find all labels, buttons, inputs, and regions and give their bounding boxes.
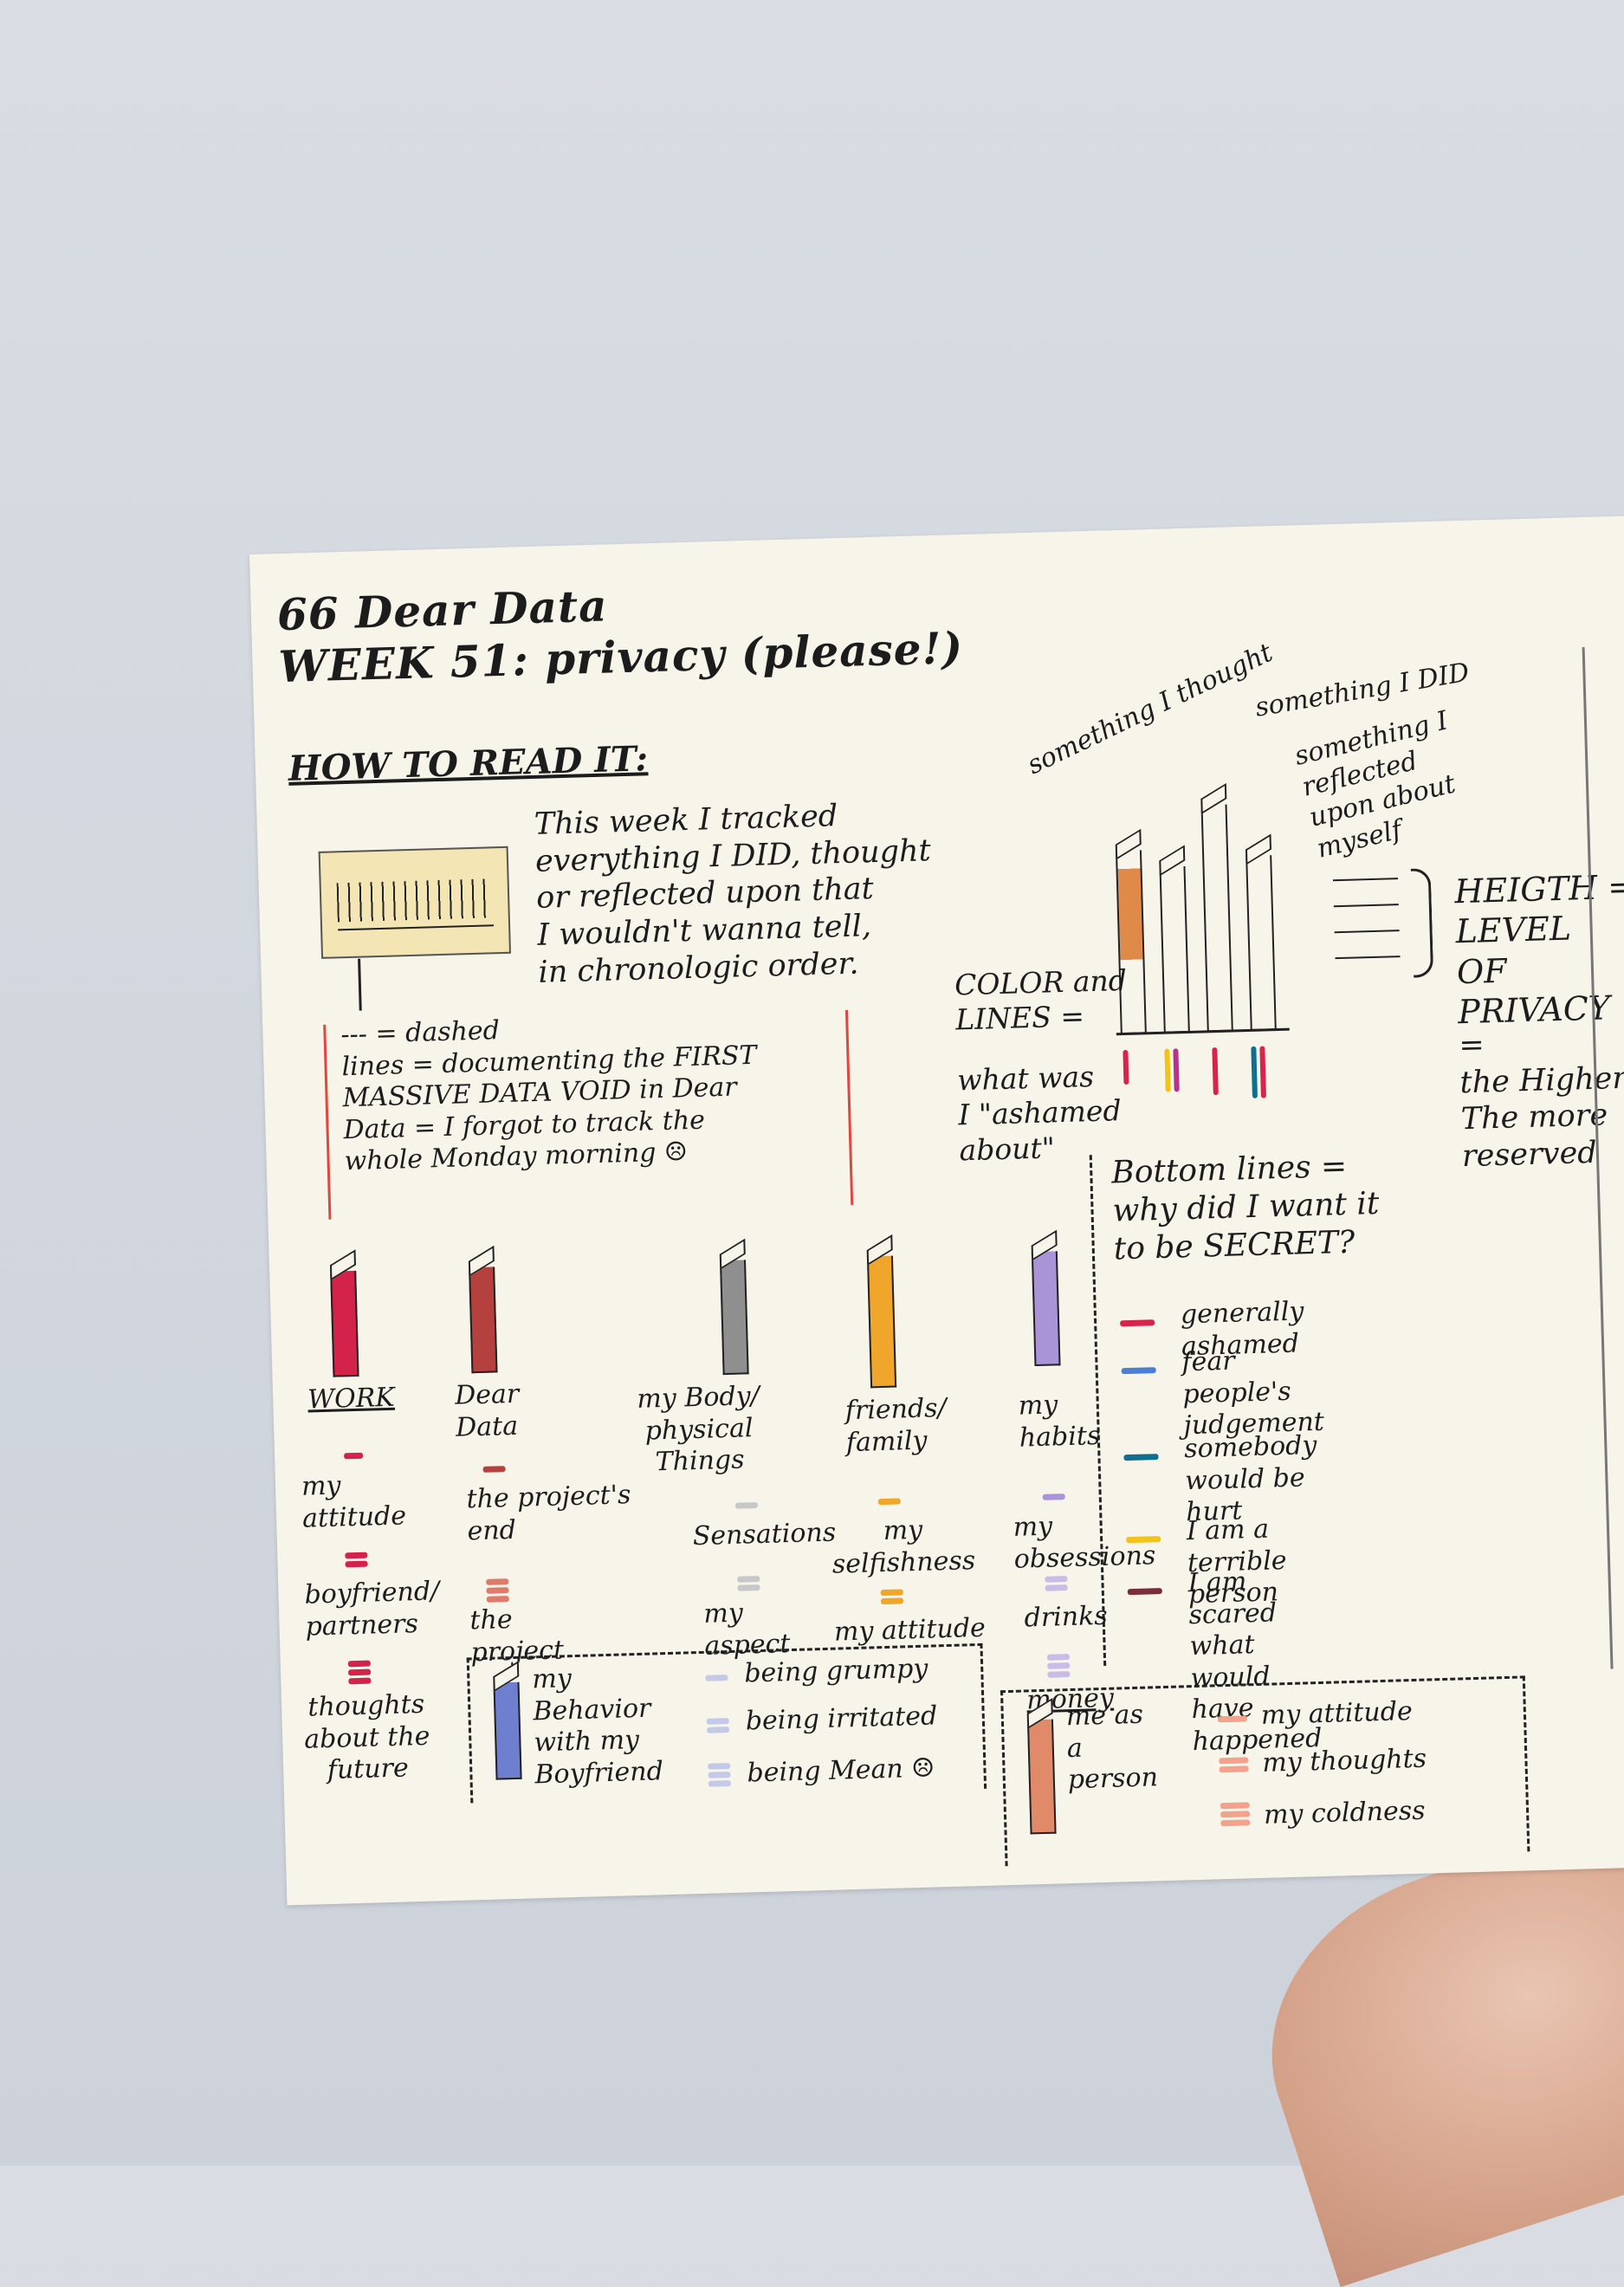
reason-list: generally ashamed fear people's judgemen… xyxy=(1110,1287,1624,1757)
sub-label: my obsessions xyxy=(1013,1511,1156,1575)
sub-label: the project's end xyxy=(466,1480,631,1547)
key-bottom-line-2 xyxy=(1164,1048,1171,1092)
category-name: WORK xyxy=(307,1382,396,1416)
person-item: my coldness xyxy=(1263,1795,1426,1830)
boyfriend-bar xyxy=(493,1681,522,1780)
key-type-reflected: something I reflected upon about myself xyxy=(1291,705,1459,865)
sub-label: thoughts about the future xyxy=(303,1688,430,1786)
key-bar-4 xyxy=(1245,855,1277,1031)
person-tick xyxy=(1220,1802,1250,1810)
sub-tick xyxy=(482,1466,506,1473)
mini-chart-bars xyxy=(336,878,494,923)
mini-chart xyxy=(318,845,511,959)
sub-tick xyxy=(737,1576,760,1583)
sub-label: boyfriend/ partners xyxy=(304,1576,440,1642)
sub-tick xyxy=(877,1498,901,1506)
reason-label: fear people's judgement xyxy=(1181,1345,1325,1442)
sub-label: drinks xyxy=(1024,1600,1109,1634)
sub-tick xyxy=(880,1589,903,1597)
key-bottom-line-3 xyxy=(1173,1048,1180,1092)
sub-tick xyxy=(344,1452,364,1460)
person-bar xyxy=(1026,1719,1057,1835)
key-bar-2 xyxy=(1159,865,1190,1033)
key-bottom-line-6 xyxy=(1259,1046,1266,1098)
category-bar xyxy=(1031,1251,1061,1367)
sub-tick xyxy=(1042,1493,1065,1500)
category-bar xyxy=(866,1255,897,1389)
boyfriend-title: my Behavior with my Boyfriend xyxy=(531,1663,664,1791)
height-label: HEIGTH = LEVEL OF PRIVACY xyxy=(1453,867,1624,1032)
sub-label: my selfishness xyxy=(831,1514,976,1580)
color-label: COLOR and LINES = xyxy=(954,962,1128,1037)
category-name: Dear Data xyxy=(454,1378,520,1443)
key-type-thought: something I thought xyxy=(1022,637,1278,781)
sub-tick xyxy=(347,1660,371,1668)
boyfriend-tick xyxy=(708,1763,731,1770)
person-item: my attitude xyxy=(1260,1696,1414,1731)
key-bar-3 xyxy=(1200,804,1233,1033)
category-work: WORK my attitude boyfriend/ partners tho… xyxy=(295,1251,466,1792)
category-bar xyxy=(469,1267,498,1374)
key-bars xyxy=(1114,785,1320,1098)
sub-tick xyxy=(345,1552,368,1559)
color-note: what was I "ashamed about" xyxy=(956,1059,1123,1167)
boyfriend-item: being irritated xyxy=(745,1701,938,1737)
mini-chart-axis xyxy=(338,924,495,931)
sub-tick xyxy=(734,1502,758,1509)
dashed-note: --- = dashed lines = documenting the FIR… xyxy=(340,1015,757,1177)
key-bottom-line-5 xyxy=(1251,1046,1258,1098)
height-brace xyxy=(1332,868,1440,978)
category-bar xyxy=(330,1270,359,1377)
boyfriend-tick xyxy=(706,1718,729,1725)
person-title: me as a person xyxy=(1065,1699,1159,1796)
sub-label: Sensations xyxy=(692,1517,837,1552)
boyfriend-item: being grumpy xyxy=(743,1653,928,1689)
height-note: = the Higher The more reserved xyxy=(1458,1027,1624,1175)
category-name: my habits xyxy=(1018,1390,1101,1454)
how-to-read-heading: HOW TO READ IT: xyxy=(288,738,649,789)
key-bottom-line-4 xyxy=(1212,1047,1219,1096)
intro-text: This week I tracked everything I DID, th… xyxy=(534,799,932,990)
category-bar xyxy=(719,1260,749,1376)
dashed-arrow xyxy=(358,958,362,1011)
sub-tick xyxy=(1045,1576,1068,1583)
key-bottom-line-1 xyxy=(1123,1049,1129,1085)
boyfriend-item: being Mean ☹ xyxy=(747,1753,935,1789)
sub-label: my attitude xyxy=(301,1470,407,1534)
sub-tick xyxy=(486,1578,509,1585)
sub-tick xyxy=(1046,1654,1070,1661)
person-item: my thoughts xyxy=(1261,1743,1427,1778)
person-tick xyxy=(1217,1715,1248,1723)
category-name: friends/ family xyxy=(844,1392,948,1458)
boyfriend-tick xyxy=(705,1675,728,1681)
category-name: my Body/ physical Things xyxy=(636,1380,760,1478)
postcard: 66 Dear Data WEEK 51: privacy (please!) … xyxy=(249,515,1624,1906)
person-tick xyxy=(1219,1757,1249,1765)
